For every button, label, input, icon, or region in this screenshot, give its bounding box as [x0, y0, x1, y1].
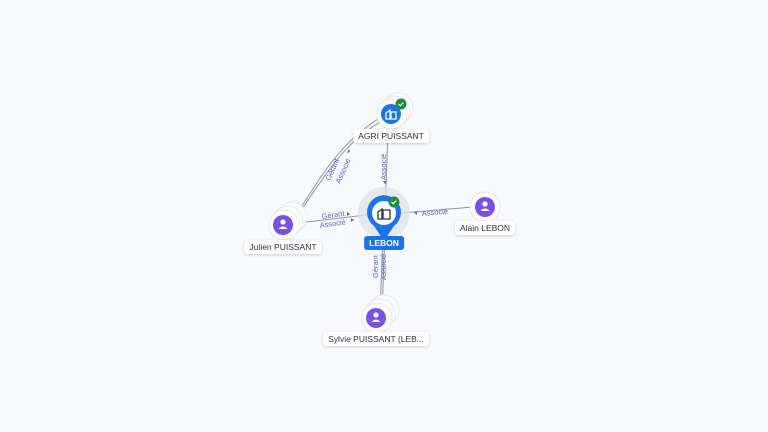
- label-alain[interactable]: Alain LEBON: [454, 221, 516, 235]
- node-sylvie[interactable]: [361, 294, 400, 334]
- verified-icon: [395, 98, 407, 110]
- building-icon: [377, 207, 391, 220]
- arrow-alain-lebon: [414, 211, 417, 215]
- node-agri[interactable]: [376, 92, 414, 130]
- node-alain[interactable]: [469, 191, 501, 223]
- arrow-julien-lebon-1: [347, 212, 350, 216]
- edge-label-sylvie-lebon-gerant: Gérant: [371, 254, 380, 278]
- edge-label-alain-lebon: Associé: [421, 207, 448, 218]
- arrow-julien-agri: [347, 149, 350, 153]
- edge-label-agri-lebon: Associé: [379, 154, 388, 180]
- person-icon: [475, 197, 495, 217]
- edge-label-sylvie-lebon-associe: Associé: [379, 254, 388, 280]
- building-icon: [381, 104, 401, 124]
- label-lebon[interactable]: LEBON: [364, 236, 404, 250]
- person-icon: [273, 215, 293, 235]
- edge-label-julien-lebon-associe: Associé: [319, 217, 346, 230]
- label-agri[interactable]: AGRI PUISSANT: [353, 129, 429, 143]
- arrow-julien-lebon-2: [351, 218, 354, 222]
- label-julien[interactable]: Julien PUISSANT: [244, 240, 322, 254]
- verified-icon: [388, 196, 400, 208]
- label-sylvie[interactable]: Sylvie PUISSANT (LEB...: [323, 332, 429, 346]
- edge-label-julien-lebon-gerant: Gérant: [321, 209, 346, 221]
- person-icon: [366, 308, 386, 328]
- edge-julien-agri-2[interactable]: [293, 115, 393, 221]
- node-lebon[interactable]: [358, 187, 410, 241]
- arrow-agri-lebon: [383, 181, 387, 184]
- node-julien[interactable]: [268, 201, 308, 241]
